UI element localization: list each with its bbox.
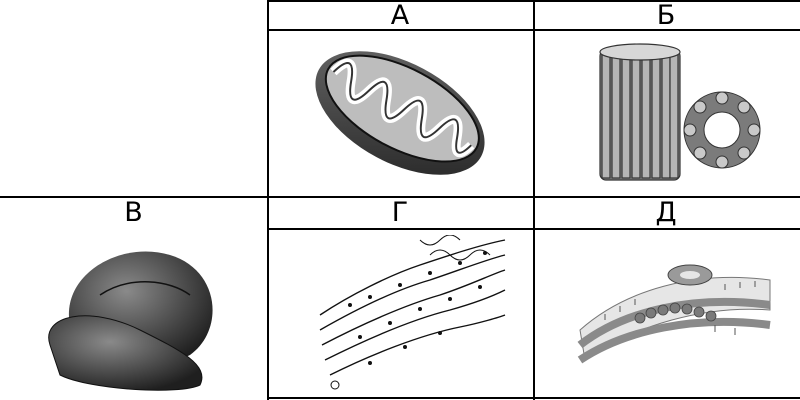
- grid-line-h-bottom: [267, 397, 800, 399]
- grid-line-h-top: [267, 0, 800, 2]
- label-b: Б: [656, 0, 676, 31]
- nuclear-envelope-illustration: [575, 250, 775, 370]
- endoplasmic-reticulum-illustration: [310, 235, 510, 395]
- label-v: В: [124, 197, 143, 228]
- mitochondrion-illustration: [300, 38, 500, 188]
- label-a: А: [390, 0, 410, 31]
- label-d: Д: [655, 197, 677, 228]
- centriole-illustration: [590, 40, 770, 190]
- grid-line-v2: [533, 0, 535, 400]
- grid-line-h-under-top-labels: [267, 29, 800, 31]
- grid-line-v1: [267, 0, 269, 400]
- grid-line-h-under-bottom-labels: [267, 228, 800, 230]
- grid-line-h-middle: [0, 196, 800, 198]
- label-g: Г: [391, 197, 409, 228]
- ribosome-illustration: [30, 235, 240, 395]
